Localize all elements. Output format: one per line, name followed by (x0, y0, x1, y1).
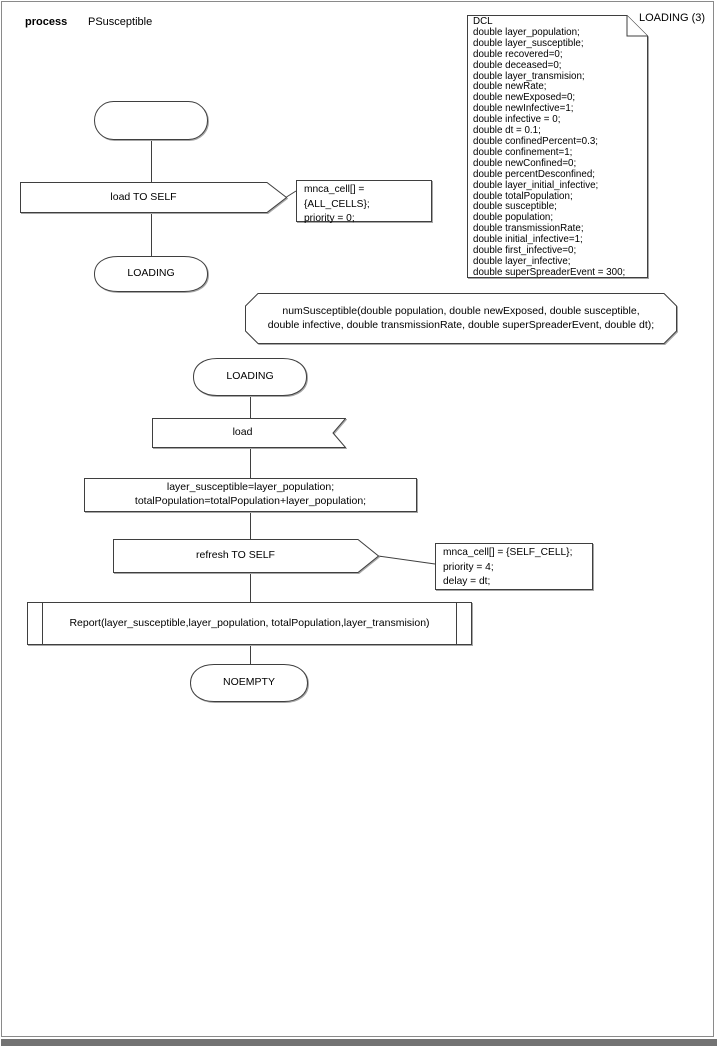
process-keyword: process (25, 16, 68, 28)
state-noempty[interactable]: NOEMPTY (190, 664, 308, 702)
output-refresh-to-self-symbol[interactable]: refresh TO SELF (113, 539, 379, 573)
procedure-declaration-symbol[interactable]: numSusceptible(double population, double… (245, 293, 677, 344)
comment-text: mnca_cell[] = {SELF_CELL}; priority = 4;… (443, 547, 573, 588)
output-load-to-self-symbol[interactable]: load TO SELF (20, 182, 287, 213)
procedure-declaration-text: numSusceptible(double population, double… (267, 305, 655, 331)
note-fold-icon (626, 15, 648, 37)
input-load-symbol[interactable]: load (152, 418, 346, 448)
output-label: load TO SELF (110, 190, 177, 203)
state-shape (193, 358, 307, 396)
state-shape (94, 256, 208, 292)
output-signal-shape (20, 182, 287, 213)
comment-box-shape (435, 543, 593, 590)
dcl-text: DCL double layer_population; double laye… (473, 16, 626, 278)
page-partition-label: LOADING (3) (639, 12, 706, 24)
page-shadow (1, 1039, 717, 1046)
comment-box-shape (296, 180, 432, 222)
start-symbol[interactable] (94, 101, 208, 140)
procedure-declaration-shape (245, 293, 677, 344)
procedure-call-report-symbol[interactable]: Report(layer_susceptible,layer_populatio… (27, 602, 472, 645)
output-label: refresh TO SELF (196, 549, 275, 562)
process-name: PSusceptible (88, 16, 153, 28)
task-assignment-symbol[interactable]: layer_susceptible=layer_population; tota… (84, 478, 417, 512)
output-signal-shape (113, 539, 379, 573)
state-shape (190, 664, 308, 702)
comment-all-cells[interactable]: mnca_cell[] = {ALL_CELLS}; priority = 0; (296, 180, 432, 224)
dcl-declaration-symbol[interactable]: DCL double layer_population; double laye… (467, 15, 648, 278)
procedure-call-text: Report(layer_susceptible,layer_populatio… (69, 616, 430, 629)
input-signal-shape (152, 418, 346, 448)
procedure-call-shape (27, 602, 472, 645)
state-loading-2[interactable]: LOADING (193, 358, 307, 396)
input-label: load (232, 426, 253, 439)
comment-text: mnca_cell[] = {ALL_CELLS}; priority = 0; (304, 184, 370, 225)
task-box-shape (84, 478, 417, 512)
comment-self-cell[interactable]: mnca_cell[] = {SELF_CELL}; priority = 4;… (435, 543, 593, 590)
task-text: layer_susceptible=layer_population; tota… (134, 481, 367, 507)
dcl-note-shape (467, 15, 648, 278)
state-label: NOEMPTY (223, 676, 275, 689)
state-label: LOADING (226, 370, 274, 383)
state-loading-1[interactable]: LOADING (94, 256, 208, 292)
start-shape (94, 101, 208, 140)
state-label: LOADING (127, 267, 175, 280)
